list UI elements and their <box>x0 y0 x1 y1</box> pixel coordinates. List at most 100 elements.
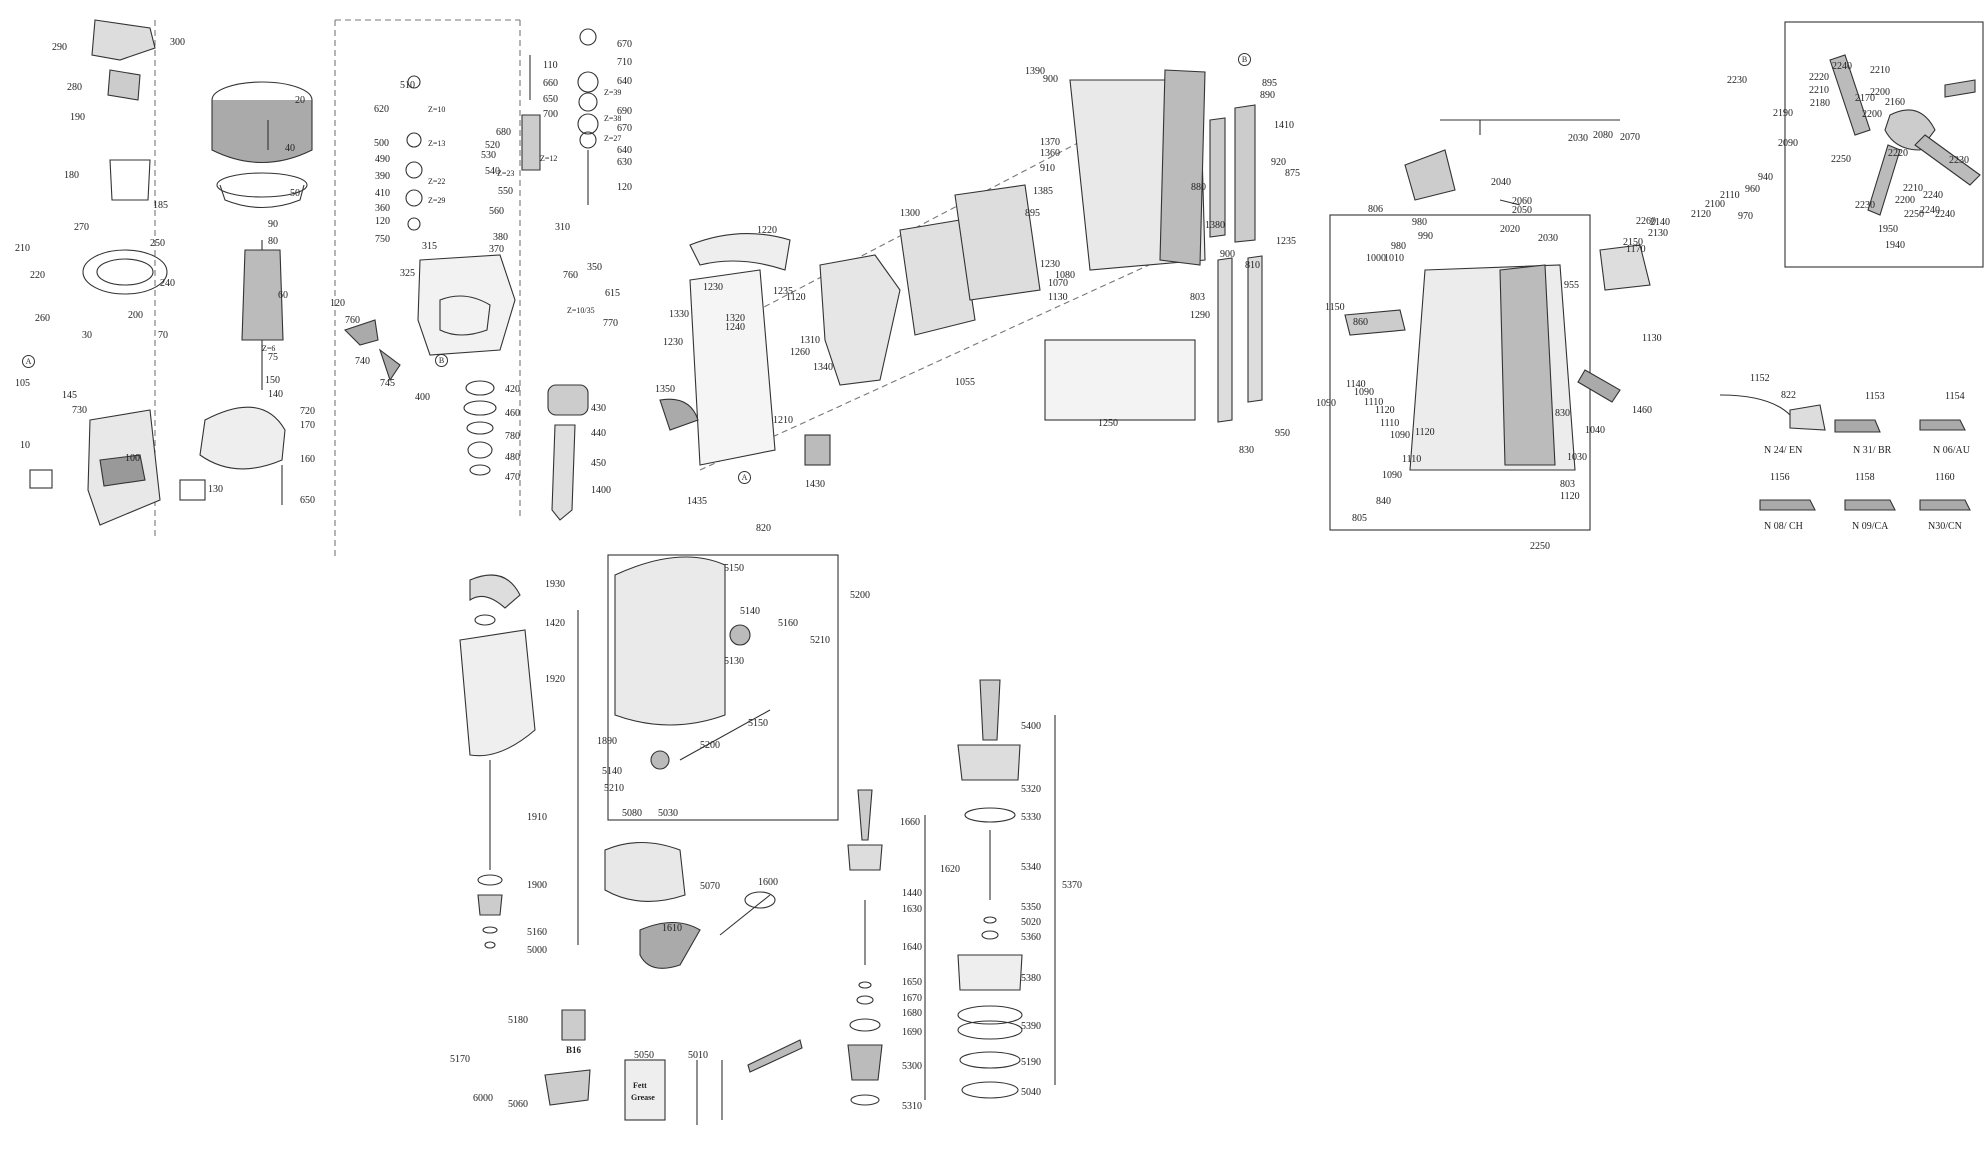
part-number-label: 5310 <box>902 1101 922 1112</box>
part-number-label: 710 <box>617 57 632 68</box>
cord-label: 1152 <box>1750 373 1770 384</box>
part-number-label: 960 <box>1745 184 1760 195</box>
arbor-assembly-a <box>847 789 926 1106</box>
part-number-label: 680 <box>496 127 511 138</box>
part-number-label: 1240 <box>725 322 745 333</box>
part-number-label: 990 <box>1418 231 1433 242</box>
part-number-label: 5160 <box>778 618 798 629</box>
part-number-label: 920 <box>1271 157 1286 168</box>
part-number-label: 5200 <box>850 590 870 601</box>
part-number-label: 955 <box>1564 280 1579 291</box>
part-number-label: 880 <box>1191 182 1206 193</box>
part-number-label: 5180 <box>508 1015 528 1026</box>
part-number-label: 60 <box>278 290 288 301</box>
part-number-label: 2250 <box>1530 541 1550 552</box>
gear-tooth-marking: Z=12 <box>540 154 558 163</box>
part-number-label: 1400 <box>591 485 611 496</box>
part-number-label: 5040 <box>1021 1087 1041 1098</box>
part-number-label: 210 <box>15 243 30 254</box>
part-number-label: 1650 <box>902 977 922 988</box>
part-number-label: 185 <box>153 200 168 211</box>
part-number-label: 940 <box>1758 172 1773 183</box>
part-number-label: 1150 <box>1325 302 1345 313</box>
part-number-label: 1055 <box>955 377 975 388</box>
part-number-label: 1210 <box>773 415 793 426</box>
part-number-label: 1435 <box>687 496 707 507</box>
part-number-label: 760 <box>345 315 360 326</box>
coolant-assembly <box>459 574 579 949</box>
part-number-label: 5390 <box>1021 1021 1041 1032</box>
part-number-label: 1660 <box>900 817 920 828</box>
part-number-label: 1235 <box>773 286 793 297</box>
part-number-label: 1170 <box>1626 244 1646 255</box>
circled-reference-letter: A <box>738 471 751 484</box>
part-number-label: 2140 <box>1650 217 1670 228</box>
part-number-label: 805 <box>1352 513 1367 524</box>
part-number-label: 2220 <box>1809 72 1829 83</box>
part-number-label: 190 <box>70 112 85 123</box>
part-number-label: 1120 <box>1415 427 1435 438</box>
part-number-label: 2030 <box>1538 233 1558 244</box>
part-number-label: 490 <box>375 154 390 165</box>
cord-label: N 31/ BR <box>1853 445 1892 456</box>
part-number-label: 2230 <box>1949 155 1969 166</box>
part-number-label: 1430 <box>805 479 825 490</box>
part-number-label: 5170 <box>450 1054 470 1065</box>
part-number-label: 1360 <box>1040 148 1060 159</box>
part-number-label: 1130 <box>1642 333 1662 344</box>
part-number-label: 820 <box>756 523 771 534</box>
part-number-label: 640 <box>617 145 632 156</box>
part-number-label: 2070 <box>1620 132 1640 143</box>
part-number-label: 910 <box>1040 163 1055 174</box>
part-number-label: 1010 <box>1384 253 1404 264</box>
cord-label: N30/CN <box>1928 521 1962 532</box>
part-number-label: 6000 <box>473 1093 493 1104</box>
part-number-label: 2240 <box>1935 209 1955 220</box>
part-number-label: 2200 <box>1895 195 1915 206</box>
part-number-label: 840 <box>1376 496 1391 507</box>
part-number-label: 540 <box>485 166 500 177</box>
part-number-label: 1930 <box>545 579 565 590</box>
part-number-label: 20 <box>295 95 305 106</box>
part-number-label: 2250 <box>1831 154 1851 165</box>
part-number-label: 530 <box>481 150 496 161</box>
part-number-label: 730 <box>72 405 87 416</box>
part-number-label: 120 <box>330 298 345 309</box>
part-number-label: 5340 <box>1021 862 1041 873</box>
part-number-label: 1950 <box>1878 224 1898 235</box>
part-number-label: 750 <box>375 234 390 245</box>
frame-assembly <box>659 69 1263 466</box>
part-number-label: 380 <box>493 232 508 243</box>
cord-label: 1160 <box>1935 472 1955 483</box>
part-number-label: 5400 <box>1021 721 1041 732</box>
part-number-label: 615 <box>605 288 620 299</box>
part-number-label: 120 <box>617 182 632 193</box>
part-number-label: 1300 <box>900 208 920 219</box>
part-number-label: 2150 <box>1623 237 1643 248</box>
part-number-label: 2240 <box>1923 190 1943 201</box>
part-number-label: 803 <box>1560 479 1575 490</box>
part-number-label: 2240 <box>1832 61 1852 72</box>
part-number-label: 1090 <box>1390 430 1410 441</box>
part-number-label: 1230 <box>1040 259 1060 270</box>
cord-label: N 08/ CH <box>1764 521 1803 532</box>
part-number-label: 770 <box>603 318 618 329</box>
circled-reference-letter: A <box>22 355 35 368</box>
part-number-label: 780 <box>505 431 520 442</box>
gearbox-assembly <box>343 28 599 521</box>
part-number-label: 250 <box>150 238 165 249</box>
part-number-label: 5190 <box>1021 1057 1041 1068</box>
part-number-label: 180 <box>64 170 79 181</box>
motor-housing-assembly <box>29 19 206 526</box>
part-number-label: 1620 <box>940 864 960 875</box>
part-number-label: 2230 <box>1727 75 1747 86</box>
part-number-label: 2130 <box>1648 228 1668 239</box>
part-number-label: 470 <box>505 472 520 483</box>
part-number-label: 1220 <box>757 225 777 236</box>
part-number-label: 970 <box>1738 211 1753 222</box>
part-number-label: 1040 <box>1585 425 1605 436</box>
circled-reference-letter: B <box>435 354 448 367</box>
part-number-label: 315 <box>422 241 437 252</box>
part-number-label: 806 <box>1368 204 1383 215</box>
part-number-label: 200 <box>128 310 143 321</box>
